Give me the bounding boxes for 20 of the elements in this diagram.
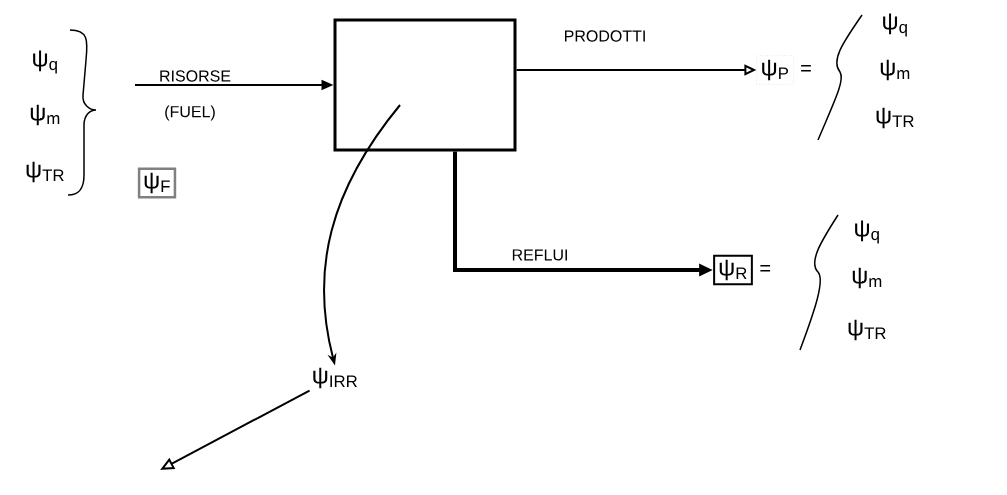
symbol-text: ψ$_{m}$ bbox=[852, 267, 882, 289]
symbol-box: ψ$_{F}$ bbox=[137, 167, 177, 199]
process-box bbox=[333, 18, 517, 152]
symbol-text: ψ$_{q}$ bbox=[33, 50, 57, 74]
symbol-text: ψ$_{TR}$ bbox=[848, 319, 886, 341]
edge-label: RISORSE bbox=[158, 69, 232, 83]
equals-sign: = bbox=[801, 65, 811, 72]
symbol-text: ψ$_{m}$ bbox=[30, 104, 60, 126]
symbol-text: ψ$_{m}$ bbox=[880, 59, 910, 81]
symbol-text: ψ$_{q}$ bbox=[883, 13, 907, 37]
edge-label: REFLUI bbox=[510, 248, 570, 262]
symbol-box: ψ$_{R}$ bbox=[713, 254, 753, 286]
symbol-text: ψ$_{TR}$ bbox=[26, 161, 64, 183]
symbol-text: ψ$_{TR}$ bbox=[876, 107, 914, 129]
edge-label: PRODOTTI bbox=[562, 29, 648, 43]
symbol-text: ψ$_{q}$ bbox=[855, 220, 879, 244]
equals-sign: = bbox=[760, 265, 771, 272]
symbol-box: ψ$_{P}$ bbox=[756, 55, 794, 85]
symbol-text: ψ$_{IRR}$ bbox=[313, 367, 357, 389]
label-text: (FUEL) bbox=[165, 105, 215, 121]
